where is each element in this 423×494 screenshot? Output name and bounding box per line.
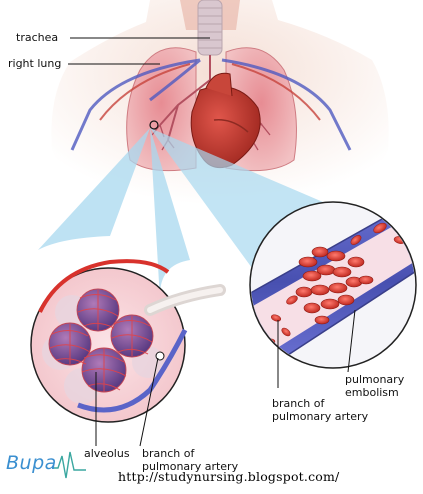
- source-url[interactable]: http://studynursing.blogspot.com/: [118, 469, 340, 484]
- label-branch-left-line1: branch of: [142, 447, 195, 460]
- heartbeat-icon: [52, 451, 86, 479]
- label-alveolus: alveolus: [84, 447, 130, 460]
- label-branch-right-line1: branch of: [272, 397, 325, 410]
- label-pulmonary-embolism-line1: pulmonary: [345, 373, 405, 386]
- label-branch-right-line2: pulmonary artery: [272, 410, 369, 423]
- label-branch-pulmonary-artery-left: branch of pulmonary artery: [142, 447, 238, 473]
- label-pulmonary-embolism: pulmonary embolism: [345, 373, 404, 399]
- leader-lines: [68, 37, 356, 447]
- label-branch-left-line2: pulmonary artery: [142, 460, 239, 473]
- label-branch-pulmonary-artery-right: branch of pulmonary artery: [272, 397, 368, 423]
- callout-cone-left: [38, 128, 150, 250]
- label-trachea: trachea: [16, 31, 59, 44]
- callout-cone-right: [150, 128, 330, 268]
- label-pulmonary-embolism-line2: embolism: [345, 386, 399, 399]
- label-right-lung: right lung: [8, 57, 62, 70]
- vessel-embolism-magnified-view: [249, 201, 417, 369]
- bupa-logo: Bupa: [6, 452, 57, 474]
- alveoli-magnified-view: [30, 259, 226, 423]
